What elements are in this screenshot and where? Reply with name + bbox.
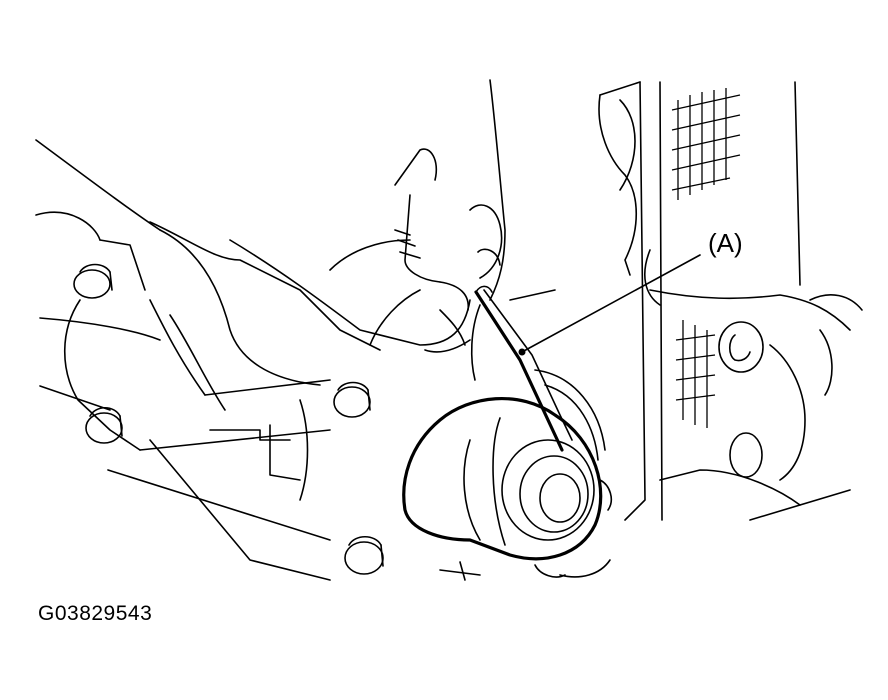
bolt <box>333 381 371 418</box>
callout-a: (A) <box>518 228 743 356</box>
engine-right-panel <box>598 81 863 521</box>
drive-belt <box>470 285 573 452</box>
flange-bolts <box>73 263 384 575</box>
callout-dot <box>518 348 526 356</box>
bolt <box>85 406 123 444</box>
hatching-top <box>671 88 741 200</box>
pulley <box>402 369 612 581</box>
figure-code: G03829543 <box>38 602 153 625</box>
hatching-middle <box>675 320 716 428</box>
engine-housing <box>35 211 331 581</box>
bolt <box>73 263 113 299</box>
hand-illustration <box>35 79 506 386</box>
callout-label: (A) <box>708 228 743 258</box>
bolt <box>344 535 384 575</box>
